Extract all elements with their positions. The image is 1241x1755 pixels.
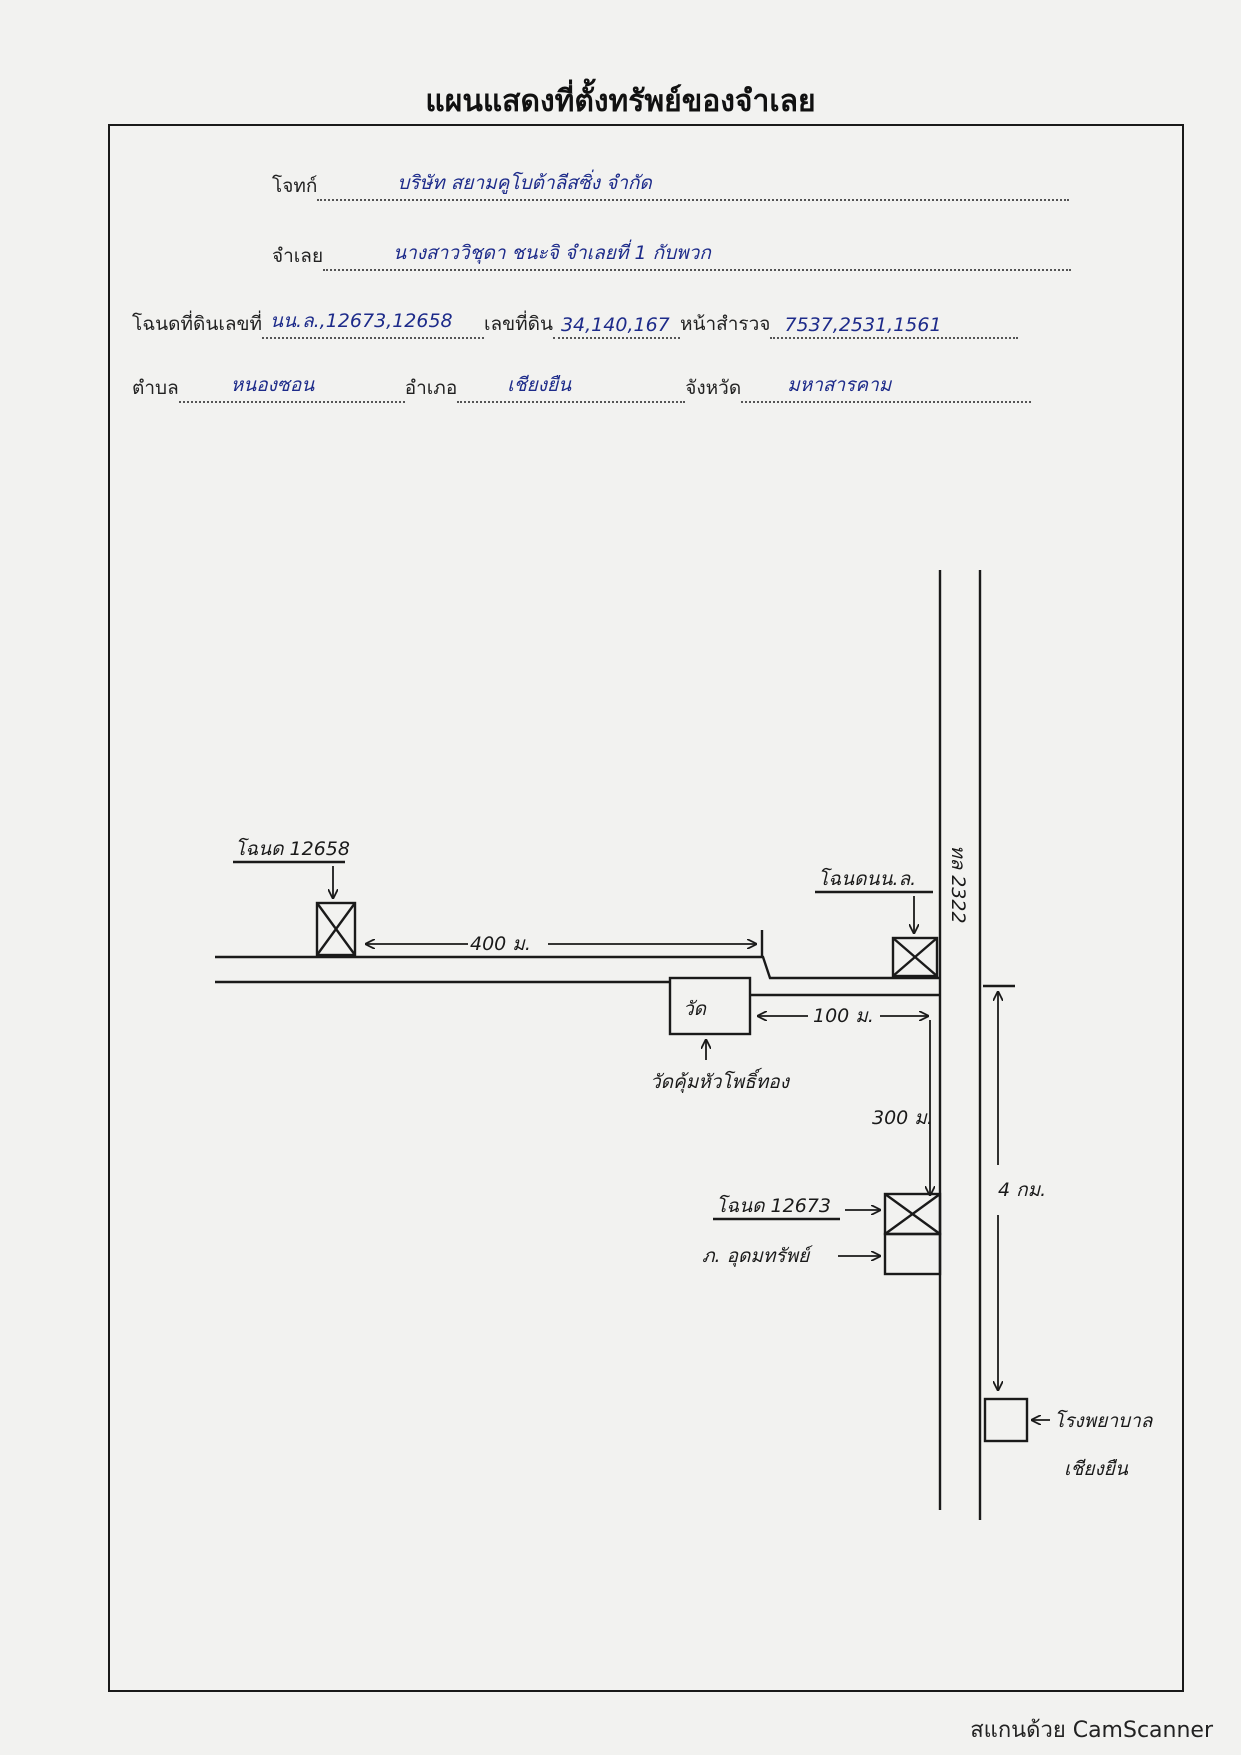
province-value: มหาสารคาม — [741, 370, 1032, 403]
plaintiff-value: บริษัท สยามคูโบต้าลีสซิ่ง จำกัด — [317, 168, 1070, 201]
district-label: อำเภอ — [404, 377, 458, 399]
plaintiff-row: โจทก์ บริษัท สยามคูโบต้าลีสซิ่ง จำกัด — [272, 168, 1070, 201]
deed-12658-cross-b — [316, 902, 356, 956]
survey-value: 7537,2531,1561 — [770, 314, 1019, 339]
highway-2322-label: ทล 2322 — [947, 845, 969, 924]
deed-12673-cross-b — [884, 1193, 941, 1235]
distance-400-label: 400 ม. — [470, 933, 531, 955]
document-frame — [108, 124, 1184, 1692]
subdistrict-label: ตำบล — [132, 377, 179, 399]
defendant-value: นางสาววิชุดา ชนะจิ จำเลยที่ 1 กับพวก — [323, 238, 1072, 271]
province-label: จังหวัด — [685, 377, 742, 399]
deed-nl-parcel — [891, 936, 939, 978]
deed-value: นน.ล.,12673,12658 — [261, 306, 484, 339]
location-row: ตำบล หนองซอน อำเภอ เชียงยืน จังหวัด มหาส… — [132, 370, 1032, 403]
distance-4km-label: 4 กม. — [998, 1179, 1046, 1201]
deed-label: โฉนดที่ดินเลขที่ — [132, 313, 262, 335]
land-no-label: เลขที่ดิน — [483, 313, 553, 335]
subdistrict-value: หนองซอน — [178, 370, 405, 403]
building-box — [883, 1232, 942, 1276]
deed-12673-label: โฉนด 12673 — [716, 1194, 831, 1217]
district-value: เชียงยืน — [457, 370, 686, 403]
land-no-value: 34,140,167 — [552, 314, 680, 339]
deed-nl-label: โฉนดนน.ล. — [818, 867, 916, 890]
deed-12658-label: โฉนด 12658 — [235, 837, 350, 860]
deed-nl-cross-b — [892, 937, 938, 977]
hospital-label-line1: โรงพยาบาล — [1054, 1409, 1154, 1432]
side-road-upper-edge — [215, 955, 940, 980]
temple-box-label: วัด — [683, 998, 708, 1020]
plaintiff-label: โจทก์ — [272, 175, 318, 197]
defendant-label: จำเลย — [272, 245, 324, 267]
building-label: ภ. อุดมทรัพย์ — [702, 1245, 813, 1267]
deed-row: โฉนดที่ดินเลขที่ นน.ล.,12673,12658 เลขที… — [132, 306, 1019, 339]
scanner-watermark: สแกนด้วย CamScanner — [970, 1718, 1213, 1743]
temple-name: วัดคุ้มหัวโพธิ์ทอง — [650, 1067, 791, 1093]
distance-100-label: 100 ม. — [813, 1005, 874, 1027]
deed-12658-parcel — [315, 901, 357, 957]
temple-box — [668, 976, 752, 1036]
survey-label: หน้าสำรวจ — [679, 313, 771, 335]
distance-300-label: 300 ม. — [872, 1107, 933, 1129]
hospital-label-line2: เชียงยืน — [1064, 1458, 1129, 1480]
page-title: แผนแสดงที่ตั้งทรัพย์ของจำเลย — [425, 84, 816, 119]
hospital-box — [983, 1397, 1029, 1443]
defendant-row: จำเลย นางสาววิชุดา ชนะจิ จำเลยที่ 1 กับพ… — [272, 238, 1072, 271]
